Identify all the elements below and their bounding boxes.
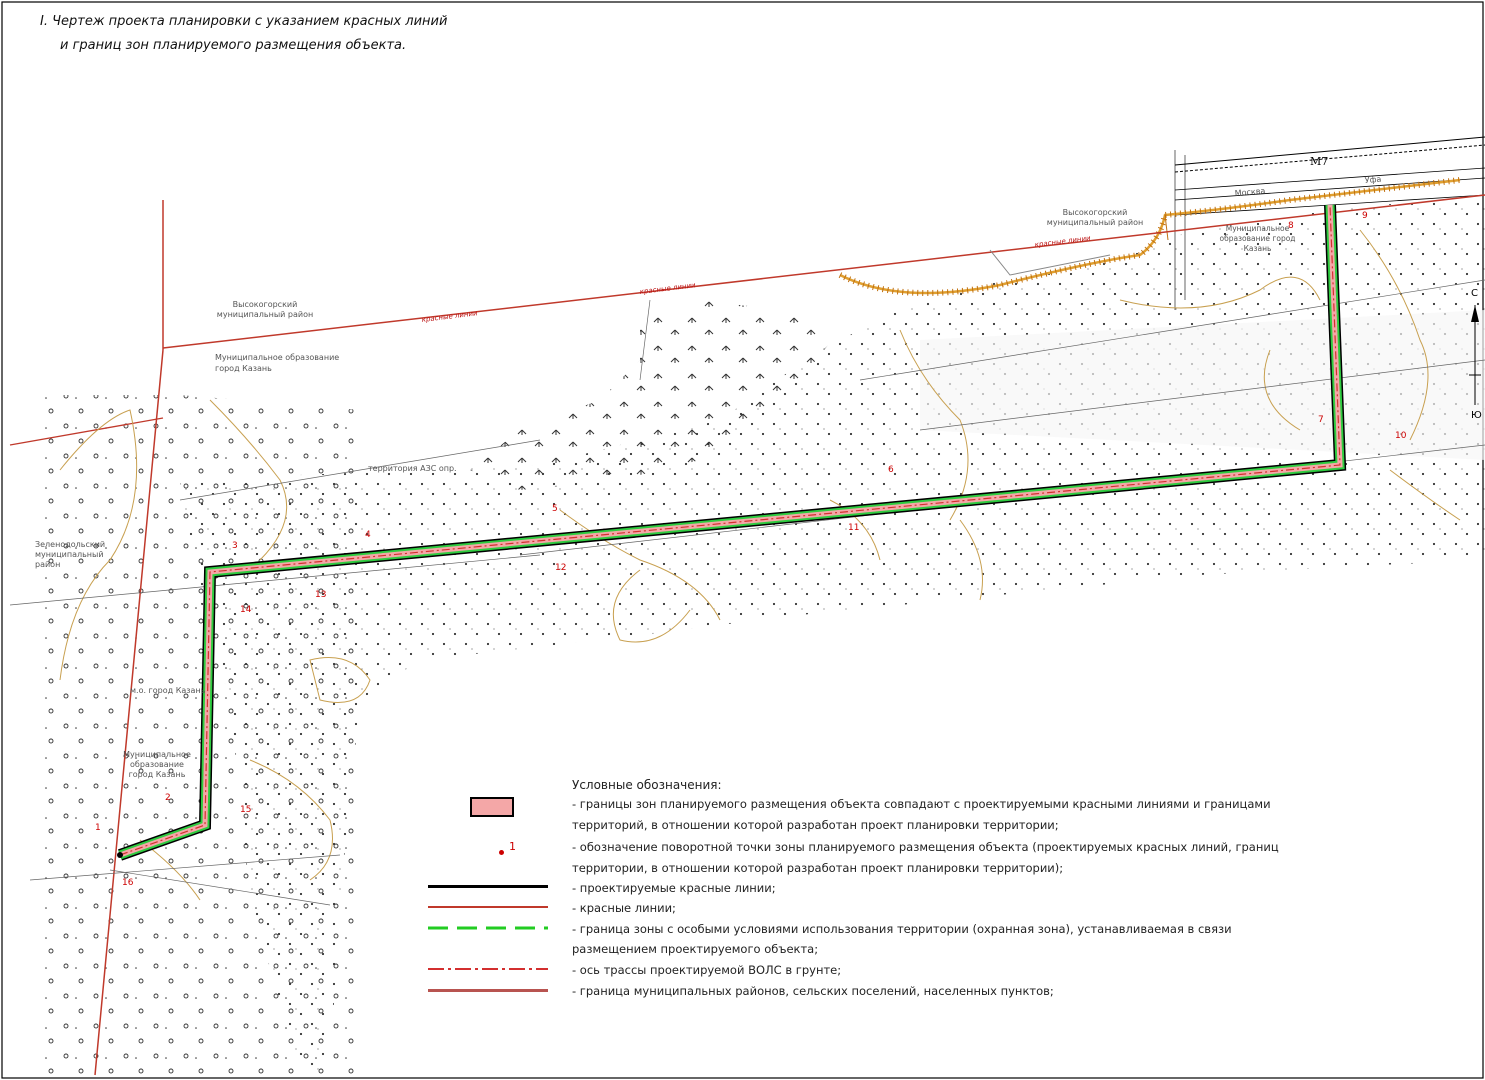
- road-direction-left: Москва: [1234, 186, 1265, 198]
- point-12: 12: [555, 563, 566, 573]
- existing-red-lines: [9, 194, 1485, 1076]
- point-15: 15: [240, 805, 251, 815]
- red-lines-label-1: красные линии: [1034, 234, 1091, 249]
- point-1: 1: [95, 823, 101, 833]
- point-5: 5: [552, 504, 558, 514]
- red-lines-label-2: красные линии: [639, 281, 696, 296]
- point-11: 11: [848, 523, 859, 533]
- district-label-4: Муниципальное образование город Казань: [1219, 224, 1296, 253]
- district-label-1: Высокогорский муниципальный район: [1046, 208, 1144, 227]
- point-8: 8: [1288, 221, 1294, 231]
- contour-lines: [59, 229, 1461, 901]
- district-label-3: Муниципальное образование город Казань: [215, 353, 340, 373]
- point-9: 9: [1362, 211, 1368, 221]
- embankment: [838, 177, 1461, 296]
- legend-symbol-route-axis: [428, 968, 548, 970]
- point-10: 10: [1395, 431, 1407, 441]
- legend-item-2-line-1: - обозначение поворотной точки зоны план…: [572, 840, 1279, 854]
- south-label: Ю: [1471, 410, 1482, 421]
- legend-item-1-line-1: - границы зон планируемого размещения об…: [572, 797, 1271, 811]
- north-label: С: [1471, 288, 1478, 299]
- legend-item-1-line-2: территорий, в отношении которой разработ…: [572, 818, 1059, 832]
- legend-item-6: - ось трассы проектируемой ВОЛС в грунте…: [572, 963, 842, 977]
- point-16: 16: [122, 878, 134, 888]
- legend-item-3: - проектируемые красные линии;: [572, 881, 776, 895]
- planned-zone: [118, 204, 1347, 861]
- legend-symbol-projected-red-line: [428, 885, 548, 888]
- red-lines-label-3: красные линии: [421, 309, 478, 324]
- district-label-2: Высокогорский муниципальный район: [216, 300, 314, 319]
- point-4: 4: [365, 530, 371, 540]
- legend-symbol-zone: [470, 797, 514, 817]
- road-label: М7: [1310, 155, 1328, 168]
- legend-item-5-line-1: - граница зоны с особыми условиями испол…: [572, 922, 1232, 936]
- point-2: 2: [165, 793, 171, 803]
- point-3: 3: [232, 541, 238, 551]
- north-arrow-icon: [1469, 305, 1481, 405]
- point-14: 14: [240, 605, 252, 615]
- legend-item-5-line-2: размещением проектируемого объекта;: [572, 942, 819, 956]
- district-label-6: м.о. город Казань: [130, 686, 206, 695]
- legend-symbol-protection-zone: [428, 926, 548, 930]
- district-label-5: Зеленодольский муниципальный район: [35, 540, 106, 569]
- point-13: 13: [315, 590, 326, 600]
- legend-symbol-red-line: [428, 906, 548, 908]
- legend-item-2-line-2: территории, в отношении которой разработ…: [572, 861, 1064, 875]
- turning-points: 1 2 3 4 5 6 7 8 9 10 11 12 13 14 15 16: [95, 211, 1407, 888]
- legend-item-7: - граница муниципальных районов, сельски…: [572, 984, 1054, 998]
- point-7: 7: [1318, 415, 1324, 425]
- title-line-1: I. Чертеж проекта планировки с указанием…: [40, 14, 448, 29]
- area-label: территория АЗС опр.: [368, 464, 457, 473]
- legend-item-4: - красные линии;: [572, 901, 676, 915]
- legend-title: Условные обозначения:: [572, 778, 722, 792]
- district-label-7: Муниципальное образование город Казань: [123, 750, 191, 779]
- legend-symbol-municipal-boundary: [428, 989, 548, 992]
- legend-symbol-point: [499, 850, 504, 855]
- legend-symbol-point-label: 1: [509, 840, 516, 853]
- point-6: 6: [888, 465, 894, 475]
- title-line-2: и границ зон планируемого размещения объ…: [60, 38, 407, 53]
- road-direction-right: Уфа: [1364, 175, 1381, 185]
